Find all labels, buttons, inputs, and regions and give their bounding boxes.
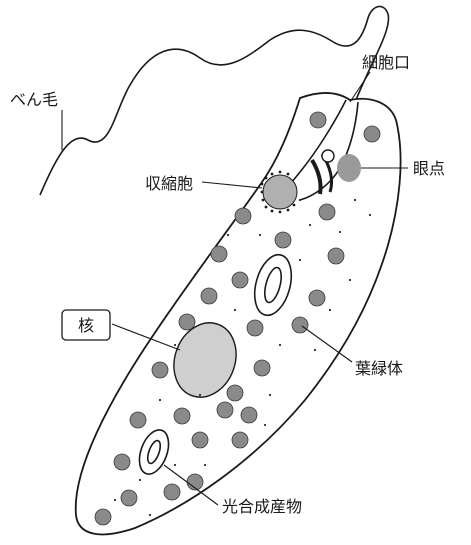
basal-body [322, 150, 334, 162]
eyespot [337, 154, 361, 182]
label-nucleus: 核 [78, 316, 94, 335]
leader-cytostome [350, 72, 370, 102]
label-eyespot: 眼点 [413, 159, 445, 178]
label-flagellum: べん毛 [10, 90, 58, 109]
label-cytostome: 細胞口 [362, 53, 410, 72]
leader-contractile-vacuole [202, 182, 262, 188]
label-contractile-vacuole: 収縮胞 [145, 174, 193, 193]
contractile-vacuole [263, 175, 297, 209]
label-photosynthetic-product: 光合成産物 [222, 497, 302, 516]
label-chloroplast: 葉緑体 [355, 359, 403, 378]
